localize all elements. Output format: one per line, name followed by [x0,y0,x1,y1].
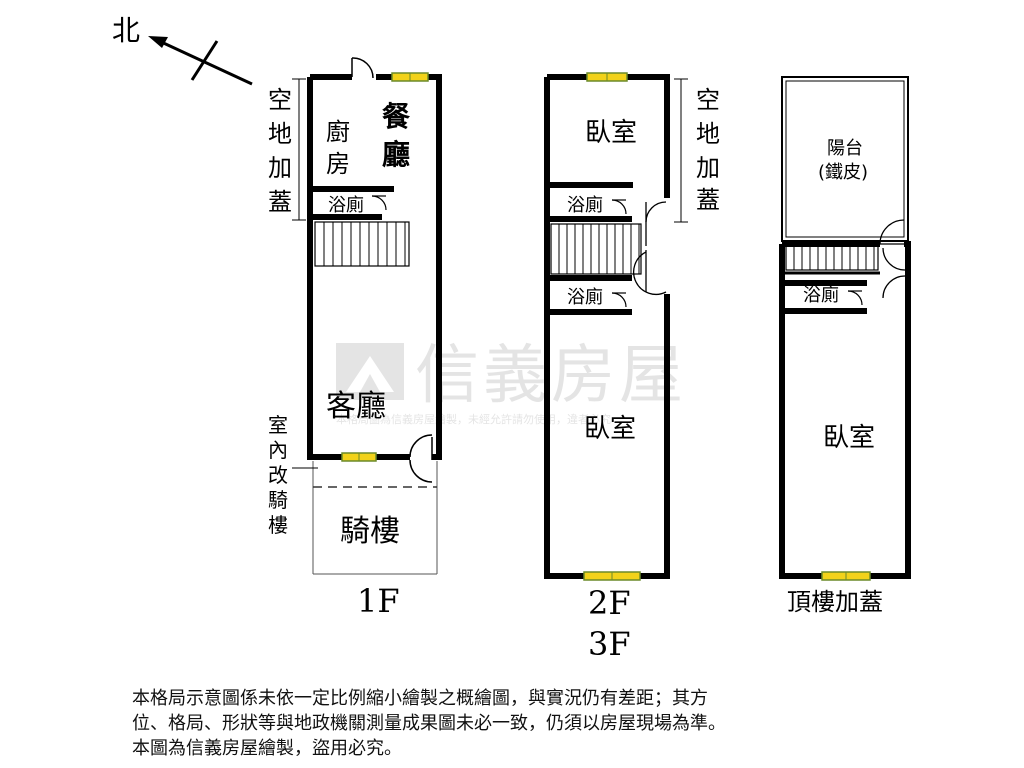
indoor-arcade-note-4: 騎 [268,488,288,512]
annex-note-1f-3: 加 [268,154,292,182]
indoor-arcade-note-5: 樓 [268,513,288,537]
door-rooftop-stair [882,247,906,299]
door-rooftop-balcony [879,219,905,245]
rooftop-floor-label: 頂樓加蓋 [787,588,883,616]
arcade-label: 騎樓 [340,514,400,549]
indoor-arcade-note-1: 室 [268,413,288,437]
north-arrow: 北 [112,14,253,86]
rooftop-plan: 陽台 (鐵皮) 浴廁 臥室 頂樓加蓋 [779,76,911,616]
annex-note-1f-4: 蓋 [268,188,292,216]
disclaimer-line-2: 位、格局、形狀等與地政機關測量成果圖未必一致，仍須以房屋現場為準。 [132,713,726,734]
annex-note-23f-4: 蓋 [696,186,720,214]
bathroom-23f-b-label: 浴廁 [567,286,603,308]
indoor-arcade-note-2: 內 [268,438,288,462]
bedroom-23f-top-label: 臥室 [585,118,637,148]
balcony-material-label: (鐵皮) [818,162,868,183]
stairs-1f [314,221,410,267]
door-1f-top [351,57,374,79]
floor-3-label: 3F [588,625,631,663]
annex-note-1f-2: 地 [268,120,292,148]
stairs-rooftop [785,245,879,271]
bathroom-1f-label: 浴廁 [328,194,364,216]
door-23f-stair-a [645,201,667,246]
arcade-area [312,461,438,575]
stairs-23f [550,223,642,275]
door-rooftop-bathroom [847,290,863,306]
annex-marker-1f [292,78,318,469]
disclaimer-line-1: 本格局示意圖係未依一定比例縮小繪製之概繪圖，與實況仍有差距；其方 [132,688,708,709]
disclaimer-line-3: 本圖為信義房屋繪製，盜用必究。 [132,738,402,759]
annex-note-23f-2: 地 [696,120,720,148]
bathroom-rooftop-label: 浴廁 [803,284,839,306]
floor-2-label: 2F [588,584,631,622]
kitchen-label-2: 房 [326,150,350,178]
balcony-area [781,76,909,242]
disclaimer: 本格局示意圖係未依一定比例縮小繪製之概繪圖，與實況仍有差距；其方 位、格局、形狀… [132,686,992,761]
bedroom-rooftop-label: 臥室 [823,423,875,453]
door-1f-bathroom [371,195,387,211]
bathroom-23f-a-label: 浴廁 [567,194,603,216]
dining-label-2: 廳 [382,138,410,171]
annex-marker-23f [674,78,688,223]
door-23f-bathroom-a [611,199,627,215]
door-23f-bathroom-b [611,292,627,308]
living-room-label: 客廳 [326,389,386,424]
bedroom-23f-main-label: 臥室 [584,414,636,444]
indoor-arcade-note-3: 改 [268,463,288,487]
balcony-label: 陽台 [827,138,863,159]
floor-1-plan: 廚 房 餐 廳 浴廁 客廳 騎樓 空 地 加 蓋 室 內 改 騎 樓 1F [268,57,442,620]
dining-label-1: 餐 [382,100,411,133]
watermark-logo [336,343,404,400]
kitchen-label-1: 廚 [326,118,350,146]
floor-1-label: 1F [357,582,400,620]
annex-note-1f-1: 空 [268,86,292,114]
watermark: 信義房屋 本格局圖為信義房屋繪製，未經允許請勿使用，違者必究 [336,339,687,426]
annex-note-23f-3: 加 [696,154,720,182]
floor-2-3-plan: 臥室 浴廁 浴廁 臥室 空 地 加 蓋 2F 3F [544,72,720,663]
watermark-notice: 本格局圖為信義房屋繪製，未經允許請勿使用，違者必究 [336,412,611,426]
annex-note-23f-1: 空 [696,86,720,114]
door-1f-front [409,434,433,483]
watermark-brand: 信義房屋 [415,339,687,413]
north-label: 北 [112,14,140,47]
